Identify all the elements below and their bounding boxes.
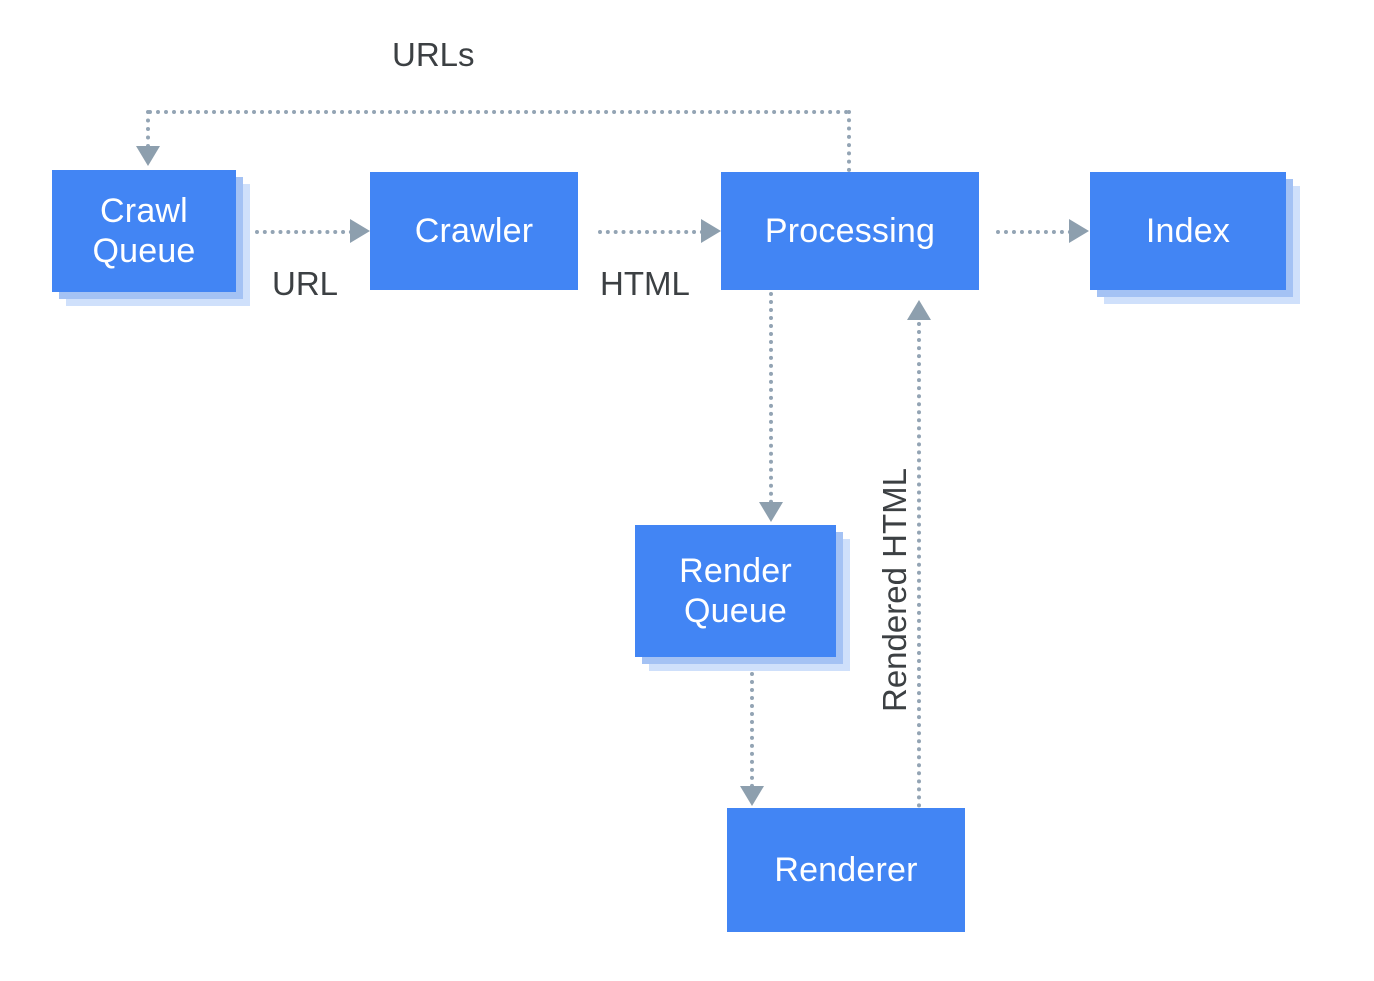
arrowhead-into-index (1069, 219, 1089, 243)
arrowhead-into-renderer (740, 786, 764, 806)
edge-crawler-to-processing-line (598, 230, 704, 234)
node-renderer[interactable]: Renderer (727, 808, 965, 932)
edge-label-rendered-html: Rendered HTML (876, 468, 913, 712)
node-index-label: Index (1145, 211, 1231, 250)
node-renderer-label: Renderer (774, 850, 918, 889)
edge-processing-to-crawlqueue-drop (146, 110, 150, 148)
edge-processing-to-crawlqueue-riser (847, 110, 851, 172)
node-crawler-label: Crawler (414, 211, 534, 250)
node-render-queue[interactable]: Render Queue (635, 525, 836, 657)
node-crawl-queue-label: Crawl Queue (92, 191, 196, 270)
edge-processing-to-renderqueue-line (769, 292, 773, 504)
node-processing[interactable]: Processing (721, 172, 979, 290)
node-processing-label: Processing (764, 211, 936, 250)
edge-processing-to-index-line (996, 230, 1072, 234)
arrowhead-into-processing-vertical (907, 300, 931, 320)
arrowhead-into-render-queue (759, 502, 783, 522)
edge-processing-to-crawlqueue-span (148, 110, 849, 114)
node-render-queue-label: Render Queue (679, 551, 792, 630)
arrowhead-into-crawl-queue (136, 146, 160, 166)
arrowhead-into-processing-horizontal (701, 219, 721, 243)
arrowhead-into-crawler (350, 219, 370, 243)
edge-crawlqueue-to-crawler-line (255, 230, 353, 234)
edge-renderqueue-to-renderer-line (750, 672, 754, 788)
edge-label-urls: URLs (392, 36, 475, 73)
node-crawler[interactable]: Crawler (370, 172, 578, 290)
node-index[interactable]: Index (1090, 172, 1286, 290)
edge-label-html: HTML (600, 265, 690, 302)
edge-renderer-to-processing-line (917, 322, 921, 808)
edge-label-url: URL (272, 265, 339, 302)
node-crawl-queue[interactable]: Crawl Queue (52, 170, 236, 292)
